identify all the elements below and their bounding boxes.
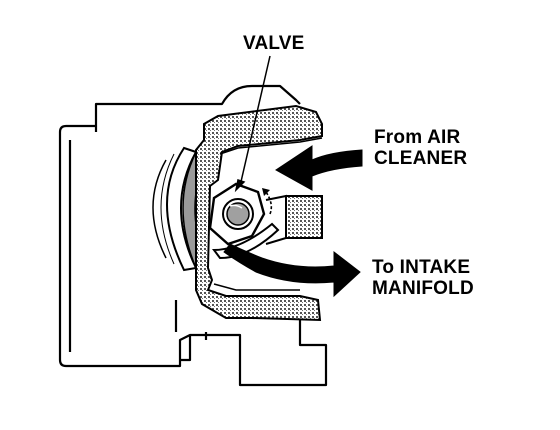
housing-outline <box>58 84 328 387</box>
rotation-arrow-icon <box>262 188 273 215</box>
to-intake-manifold-line1: To INTAKE <box>372 257 471 278</box>
from-air-cleaner-line1: From AIR <box>374 127 461 148</box>
valve-leader-line <box>234 55 271 193</box>
from-air-cleaner-line2: CLEANER <box>374 148 468 169</box>
valve-nut <box>208 182 266 246</box>
valve-body-section <box>195 104 323 322</box>
inlet-flow-arrow <box>275 145 363 191</box>
valve-label: VALVE <box>243 33 305 54</box>
from-air-cleaner-label: From AIR CLEANER <box>374 127 467 169</box>
outlet-flow-arrow <box>223 243 361 298</box>
to-intake-manifold-line2: MANIFOLD <box>372 278 474 299</box>
outlet-pipe <box>265 194 323 245</box>
to-intake-manifold-label: To INTAKE MANIFOLD <box>372 257 474 299</box>
